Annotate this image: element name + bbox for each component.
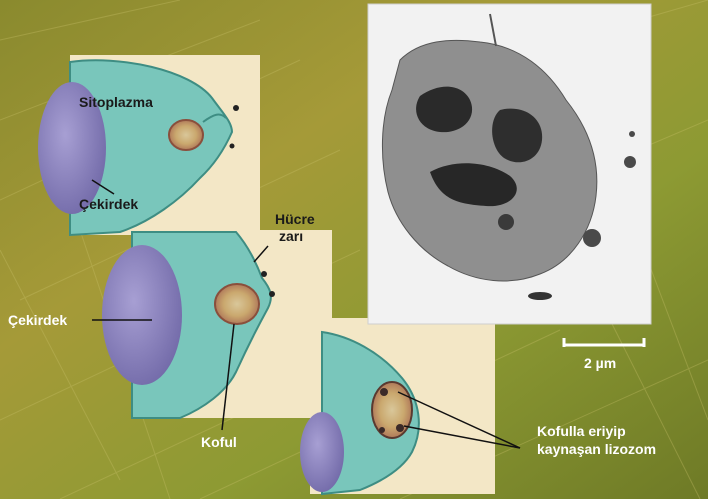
- electron-micrograph: [368, 4, 651, 324]
- label-kofulla-line1: Kofulla eriyip: [537, 423, 626, 440]
- stage-3-vacuole: [372, 382, 412, 438]
- label-hucre-zari-line2: zarı: [279, 228, 303, 245]
- stage-2-vacuole: [215, 284, 259, 324]
- stage-1-panel: [38, 55, 260, 235]
- label-koful: Koful: [201, 434, 237, 451]
- label-hucre-zari-line1: Hücre: [275, 211, 315, 228]
- stage-3-panel: [300, 318, 495, 494]
- label-sitoplazma: Sitoplazma: [79, 94, 153, 111]
- label-cekirdek-left: Çekirdek: [8, 312, 67, 329]
- label-kofulla-line2: kaynaşan lizozom: [537, 441, 656, 458]
- stage-3-nucleus: [300, 412, 344, 492]
- label-scale-bar: 2 µm: [584, 355, 616, 372]
- stage-1-vacuole: [169, 120, 203, 150]
- label-cekirdek-top: Çekirdek: [79, 196, 138, 213]
- stage-2-nucleus: [102, 245, 182, 385]
- stage-2-panel: [102, 230, 332, 418]
